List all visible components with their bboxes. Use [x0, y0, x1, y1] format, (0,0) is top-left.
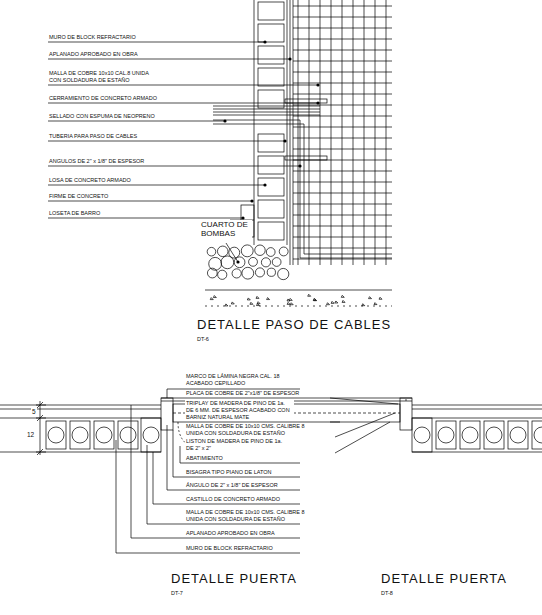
- callout-label: PLACA DE COBRE DE 2"x1/8" DE ESPESOR: [185, 390, 300, 397]
- concrete-speckle: [210, 294, 382, 306]
- callout-label: LOSA DE CONCRETO ARMADO: [48, 177, 132, 184]
- callout-label: APLANADO APROBADO EN OBRA: [48, 51, 139, 58]
- sheet-code: DT-8: [380, 590, 394, 597]
- callout-label: MALLA DE COBRE 10x10 CAL.8 UNIDA CON SOL…: [48, 70, 154, 84]
- callout-label: LOSETA DE BARRO: [48, 210, 101, 217]
- detail-title: DETALLE PUERTA: [380, 572, 508, 586]
- callout-label: BISAGRA TIPO PIANO DE LATON: [185, 469, 273, 476]
- block-wall: [258, 2, 284, 240]
- callout-label: ABATIMIENTO: [185, 455, 224, 462]
- callout-label: MARCO DE LÁMINA NEGRA CAL. 18 ACABADO CE…: [185, 373, 285, 387]
- callout-label: TRIPLAY DE MADERA DE PINO DE 1a. DE 6 MM…: [185, 400, 294, 421]
- callout-label: APLANADO APROBADO EN OBRA: [185, 530, 276, 537]
- gravel-fill: [207, 245, 289, 280]
- detail-title: DETALLE PUERTA: [170, 572, 298, 586]
- callout-label: FIRME DE CONCRETO: [48, 193, 109, 200]
- block-row: [46, 421, 542, 449]
- callout-label: MALLA DE COBRE DE 10x10 CMS. CALIBRE 8 U…: [185, 509, 309, 523]
- leader-lines: [116, 389, 406, 553]
- sheet-code: DT-7: [170, 590, 184, 597]
- concrete-column: [141, 418, 432, 452]
- callout-label: TUBERIA PARA PASO DE CABLES: [48, 133, 138, 140]
- callout-label: MURO DE BLOCK REFRACTARIO: [48, 34, 137, 41]
- ground-slab: [205, 290, 392, 306]
- dimension: 12: [26, 431, 35, 438]
- sheet-code: DT-6: [196, 336, 210, 343]
- dimension: 5: [31, 408, 37, 415]
- callout-label: ANGULOS DE 2" x 1/8" DE ESPESOR: [48, 158, 145, 165]
- leader-lines: [48, 42, 318, 262]
- copper-mesh: [293, 0, 392, 265]
- callout-label: SELLADO CON ESPUMA DE NEOPRENO: [48, 113, 156, 120]
- detail-title: DETALLE PASO DE CABLES: [196, 318, 392, 332]
- callout-label: ÁNGULO DE 2" x 1/8" DE ESPESOR: [185, 482, 279, 489]
- callout-label: MALLA DE COBRE DE 10x10 CMS. CALIBRE 8 U…: [185, 423, 309, 437]
- dimension-line: [36, 401, 46, 455]
- room-label: CUARTO DE BOMBAS: [200, 220, 252, 238]
- callout-label: CERRAMIENTO DE CONCRETO ARMADO: [48, 95, 158, 102]
- callout-label: CASTILLO DE CONCRETO ARMADO: [185, 496, 281, 503]
- callout-label: LISTON DE MADERA DE PINO DE 1a. DE 2" x …: [185, 438, 287, 452]
- callout-label: MURO DE BLOCK REFRACTARIO: [185, 545, 274, 552]
